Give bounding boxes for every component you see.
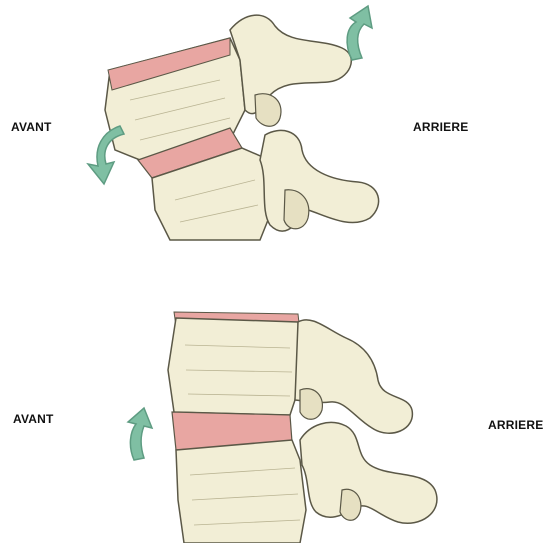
lower-posterior-process bbox=[260, 130, 379, 231]
top-arriere-label: ARRIERE bbox=[413, 120, 468, 134]
curved-arrow-icon bbox=[128, 408, 152, 460]
top-left-rotation-arrow bbox=[82, 122, 132, 188]
facet-joint-upper bbox=[255, 94, 281, 127]
bottom-arriere-label: ARRIERE bbox=[488, 418, 543, 432]
bottom-spine-illustration bbox=[150, 290, 450, 543]
upper-vertebral-body-lower-panel bbox=[168, 318, 300, 415]
bottom-left-rotation-arrow bbox=[118, 406, 158, 462]
top-avant-label: AVANT bbox=[11, 120, 52, 134]
curved-arrow-icon bbox=[88, 126, 124, 184]
lower-posterior-process-lower-panel bbox=[300, 422, 437, 523]
lower-vertebral-body-lower-panel bbox=[176, 440, 306, 543]
bottom-avant-label: AVANT bbox=[13, 412, 54, 426]
top-right-rotation-arrow bbox=[338, 4, 378, 64]
curved-arrow-icon bbox=[347, 6, 372, 60]
upper-posterior-process bbox=[230, 15, 351, 114]
